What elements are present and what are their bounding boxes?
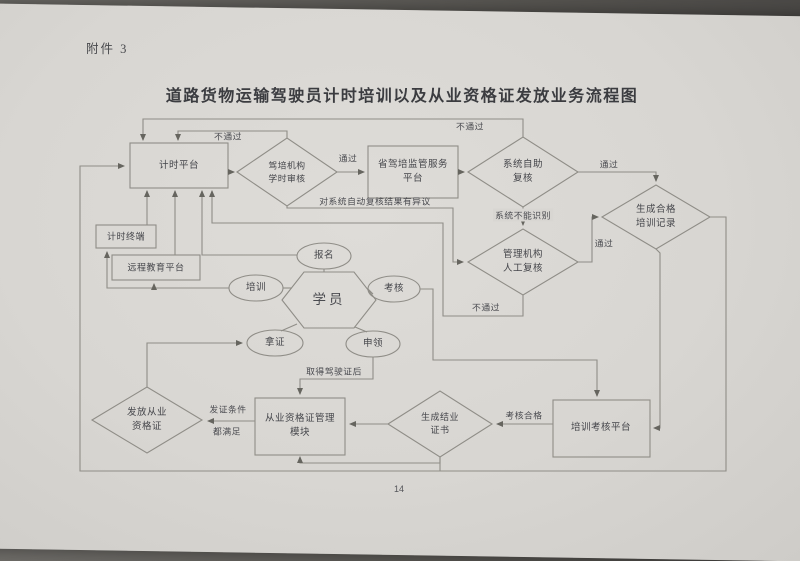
cert-module-shape [254, 397, 346, 456]
link-student-assessment [367, 288, 374, 295]
node-label: 省驾培监管服务 [377, 159, 449, 171]
issue-cert-shape [90, 386, 204, 454]
edge-label-issue-cond-2: 都满足 [213, 426, 241, 437]
node-remote-education: 远程教育平台 [127, 261, 184, 274]
node-label: 培训考核平台 [570, 422, 632, 434]
edge-record-to-assessplatform [653, 248, 661, 431]
timing-platform-shape [129, 142, 229, 189]
node-apply: 申领 [363, 337, 383, 351]
node-training-assess-platform: 培训考核平台 [571, 421, 631, 435]
node-qualified-record: 生成合格 培训记录 [636, 203, 676, 231]
node-label: 培训记录 [635, 218, 677, 229]
edge-selfreview-pass [578, 171, 659, 182]
edge-objection [286, 206, 464, 265]
edge-manual-pass [578, 214, 599, 263]
edge-label-pass-selfreview: 通过 [599, 159, 619, 170]
edge-label-objection: 对系统自动复核结果有异议 [319, 196, 431, 207]
node-manual-review: 管理机构 人工复核 [503, 248, 543, 276]
completion-cert-shape [386, 390, 494, 458]
node-training: 培训 [246, 281, 266, 295]
edge-label-after-license: 取得驾驶证后 [306, 366, 362, 377]
edge-selfreview-fail-loop [140, 118, 524, 141]
node-label: 学员 [312, 292, 346, 308]
edge-label-pass-manual: 通过 [594, 238, 614, 249]
timing-terminal-shape [95, 224, 157, 249]
node-label: 远程教育平台 [127, 262, 185, 273]
edge-completion-to-module-bottom [297, 456, 441, 464]
node-label: 证书 [430, 425, 450, 435]
remote-education-shape [111, 254, 201, 281]
node-timing-platform: 计时平台 [159, 159, 199, 173]
node-label: 计时终端 [106, 231, 146, 242]
edge-label-cannot-identify: 系统不能识别 [493, 208, 553, 222]
edge-apply-to-module [297, 357, 374, 395]
node-label: 人工复核 [502, 263, 544, 274]
node-label: 管理机构 [502, 249, 544, 261]
node-timing-terminal: 计时终端 [107, 230, 145, 243]
node-assessment: 考核 [384, 282, 404, 296]
attachment-label: 附件 3 [86, 42, 129, 56]
get-license-shape [246, 329, 304, 357]
edge-record-return-loop [79, 163, 727, 472]
node-training-org-audit: 驾培机构 学时审核 [268, 159, 305, 185]
node-label: 资格证 [131, 421, 163, 432]
node-label: 报名 [313, 250, 335, 262]
node-system-self-review: 系统自助 复核 [503, 158, 543, 186]
edge-audit-fail-loop [175, 130, 288, 141]
node-issue-cert: 发放从业 资格证 [127, 406, 167, 434]
edge-label-assess-pass: 考核合格 [505, 410, 543, 421]
node-province-platform: 省驾培监管服务 平台 [378, 158, 448, 186]
connector-lines [79, 118, 727, 472]
node-label: 模块 [289, 427, 311, 438]
edge-manual-fail-loop [209, 190, 524, 317]
edge-training-to-terminal [104, 251, 229, 289]
link-student-getlicense [280, 323, 298, 332]
node-label: 复核 [512, 173, 534, 184]
edge-assessment-to-assessplatform [420, 288, 600, 397]
node-cert-module: 从业资格证管理 模块 [265, 412, 335, 440]
flowchart-page: 附件 3 道路货物运输驾驶员计时培训以及从业资格证发放业务流程图 14 计时平台… [79, 42, 727, 494]
edge-label-pass-audit: 通过 [338, 153, 358, 164]
node-label: 平台 [402, 173, 424, 184]
node-get-license: 拿证 [265, 336, 285, 350]
edge-label-fail-inner: 不通过 [214, 131, 242, 142]
node-label: 培训 [245, 282, 267, 294]
edge-label-issue-cond-1: 发证条件 [209, 404, 247, 415]
training-assess-platform-shape [552, 399, 651, 458]
node-label: 生成结业 [420, 411, 460, 422]
node-label: 从业资格证管理 [264, 413, 336, 425]
node-label: 系统自助 [502, 159, 544, 171]
node-student: 学员 [313, 290, 346, 310]
page-number: 14 [393, 484, 405, 494]
node-completion-cert: 生成结业 证书 [421, 411, 459, 437]
node-label: 拿证 [264, 337, 286, 349]
node-label: 计时平台 [158, 160, 200, 172]
edge-label-fail-manual: 不通过 [472, 302, 500, 313]
flowchart-canvas [79, 118, 727, 472]
node-label: 申领 [362, 338, 384, 350]
student-shape [281, 271, 377, 329]
link-student-apply [354, 326, 368, 333]
edge-issue-to-getlicense [146, 340, 243, 387]
node-label: 生成合格 [635, 204, 677, 216]
node-label: 考核 [383, 283, 405, 295]
page-title: 道路货物运输驾驶员计时培训以及从业资格证发放业务流程图 [165, 88, 639, 105]
node-label: 发放从业 [126, 407, 168, 419]
node-label: 学时审核 [268, 173, 306, 183]
node-label: 驾培机构 [268, 160, 306, 171]
edge-register-to-platform [199, 190, 297, 256]
node-register: 报名 [314, 249, 334, 263]
edge-label-fail-outer: 不通过 [456, 121, 484, 132]
